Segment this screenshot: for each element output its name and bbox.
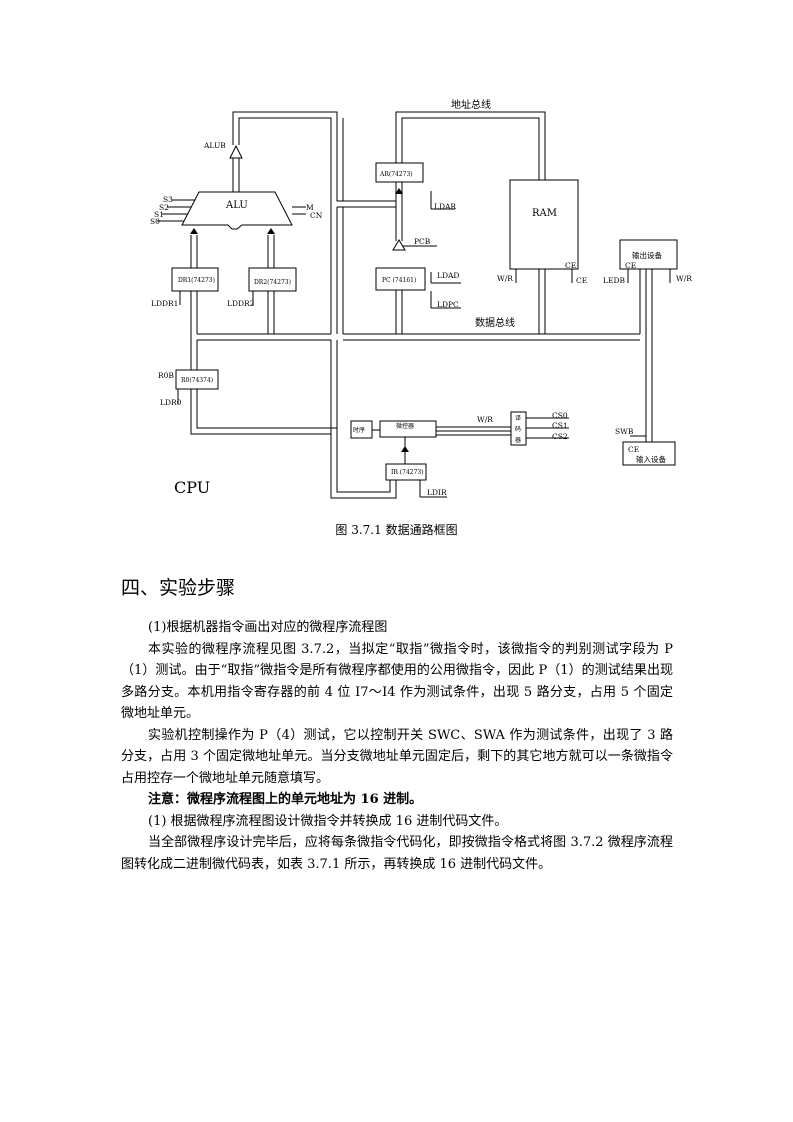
s0-label: S0 [150, 217, 160, 226]
input-device-box [622, 441, 676, 466]
ir-label: IR (74273) [391, 469, 424, 476]
figure-caption: 图 3.7.1 数据通路框图 [335, 523, 458, 537]
paragraph-note: 注意：微程序流程图上的单元地址为 16 进制。 [148, 792, 423, 807]
in-ce-label: CE [628, 445, 639, 454]
alub-label: ALUB [203, 141, 226, 150]
ldr0-label: LDR0 [160, 398, 182, 407]
paragraph-6: 当全部微程序设计完毕后，应将每条微指令代码化，即按微指令格式将图 3.7.2 微… [121, 835, 673, 872]
ctrl-wr-label: W/R [477, 415, 493, 424]
alu-unit [181, 191, 293, 230]
ram-label: RAM [532, 208, 557, 219]
paragraph-1: (1)根据机器指令画出对应的微程序流程图 [148, 620, 388, 635]
data-bus-label: 数据总线 [475, 316, 515, 329]
clock-label: 时序 [353, 426, 365, 434]
pcb-label: PCB [414, 237, 431, 246]
out-ce-label: CE [625, 261, 636, 270]
cs0-label: CS0 [552, 411, 568, 420]
controller-label: 微控器 [396, 422, 414, 430]
ar-register [375, 162, 424, 183]
s1-label: S1 [154, 210, 164, 219]
decoder-char-1: 译 [515, 414, 521, 422]
decoder-char-3: 器 [515, 437, 521, 444]
m-label: M [306, 203, 314, 212]
lddr1-label: LDDR1 [151, 299, 178, 308]
swb-label: SWB [615, 427, 634, 436]
pc-register [375, 267, 426, 291]
ram-ce-top-label: CE [565, 261, 576, 270]
ram-ce-label: CE [576, 276, 587, 285]
dr2-register [248, 267, 297, 292]
dr1-label: DR1(74273) [178, 277, 215, 284]
paragraph-2: 本实验的微程序流程见图 3.7.2，当拟定“取指”微指令时，该微指令的判别测试字… [121, 641, 673, 722]
ir-arrow-icon [401, 446, 409, 452]
s2-label: S2 [159, 203, 169, 212]
output-device-label: 输出设备 [632, 250, 662, 260]
out-wr-label: W/R [676, 274, 692, 283]
body-text: (1)根据机器指令画出对应的微程序流程图 本实验的微程序流程见图 3.7.2，当… [121, 617, 673, 875]
address-bus-label: 地址总线 [451, 98, 491, 111]
alu-label: ALU [225, 200, 248, 211]
r0-register [175, 369, 219, 390]
ledb-label: LEDB [603, 276, 625, 285]
dr2-label: DR2(74273) [254, 279, 291, 286]
ram-block [509, 179, 579, 270]
output-device-box [619, 239, 678, 270]
cs1-label: CS1 [552, 421, 568, 430]
microcontroller-box [379, 420, 437, 438]
dr1-register [171, 267, 219, 292]
r0-label: R0(74374) [181, 377, 213, 384]
bus-arrow-icon [395, 188, 403, 194]
clock-box [350, 420, 373, 439]
paragraph-5: (1) 根据微程序流程图设计微指令并转换成 16 进制代码文件。 [148, 813, 508, 829]
ram-wr-label: W/R [497, 274, 513, 283]
ldir-label: LDIR [427, 488, 447, 497]
dr2-arrow-icon [267, 228, 275, 234]
paragraph-3: 实验机控制操作为 P（4）测试，它以控制开关 SWC、SWA 作为测试条件，出现… [121, 727, 673, 786]
section-heading: 四、实验步骤 [121, 577, 236, 599]
cpu-label: CPU [174, 478, 210, 497]
alub-tristate-icon [229, 144, 243, 159]
input-device-label: 输入设备 [636, 454, 666, 464]
pcb-tristate-icon [392, 239, 406, 251]
lddr2-label: LDDR2 [227, 299, 255, 308]
ir-register [385, 463, 427, 481]
cn-label: CN [310, 211, 323, 220]
ldad-label: LDAD [437, 271, 459, 280]
s3-label: S3 [163, 195, 173, 204]
ldpc-label: LDPC [437, 300, 459, 309]
ar-label: AR(74273) [379, 171, 413, 178]
pc-label: PC (74161) [382, 277, 416, 284]
cs2-label: CS2 [552, 432, 568, 441]
decoder-char-2: 码 [515, 425, 521, 433]
r0b-label: R0B [158, 371, 174, 380]
dr1-arrow-icon [190, 228, 198, 234]
ldar-label: LDAR [434, 202, 456, 211]
data-path-block-diagram: 地址总线 ALUB ALU S3 S2 S1 S0 M CN AR(74273)… [150, 98, 692, 499]
decoder-box [510, 411, 527, 446]
